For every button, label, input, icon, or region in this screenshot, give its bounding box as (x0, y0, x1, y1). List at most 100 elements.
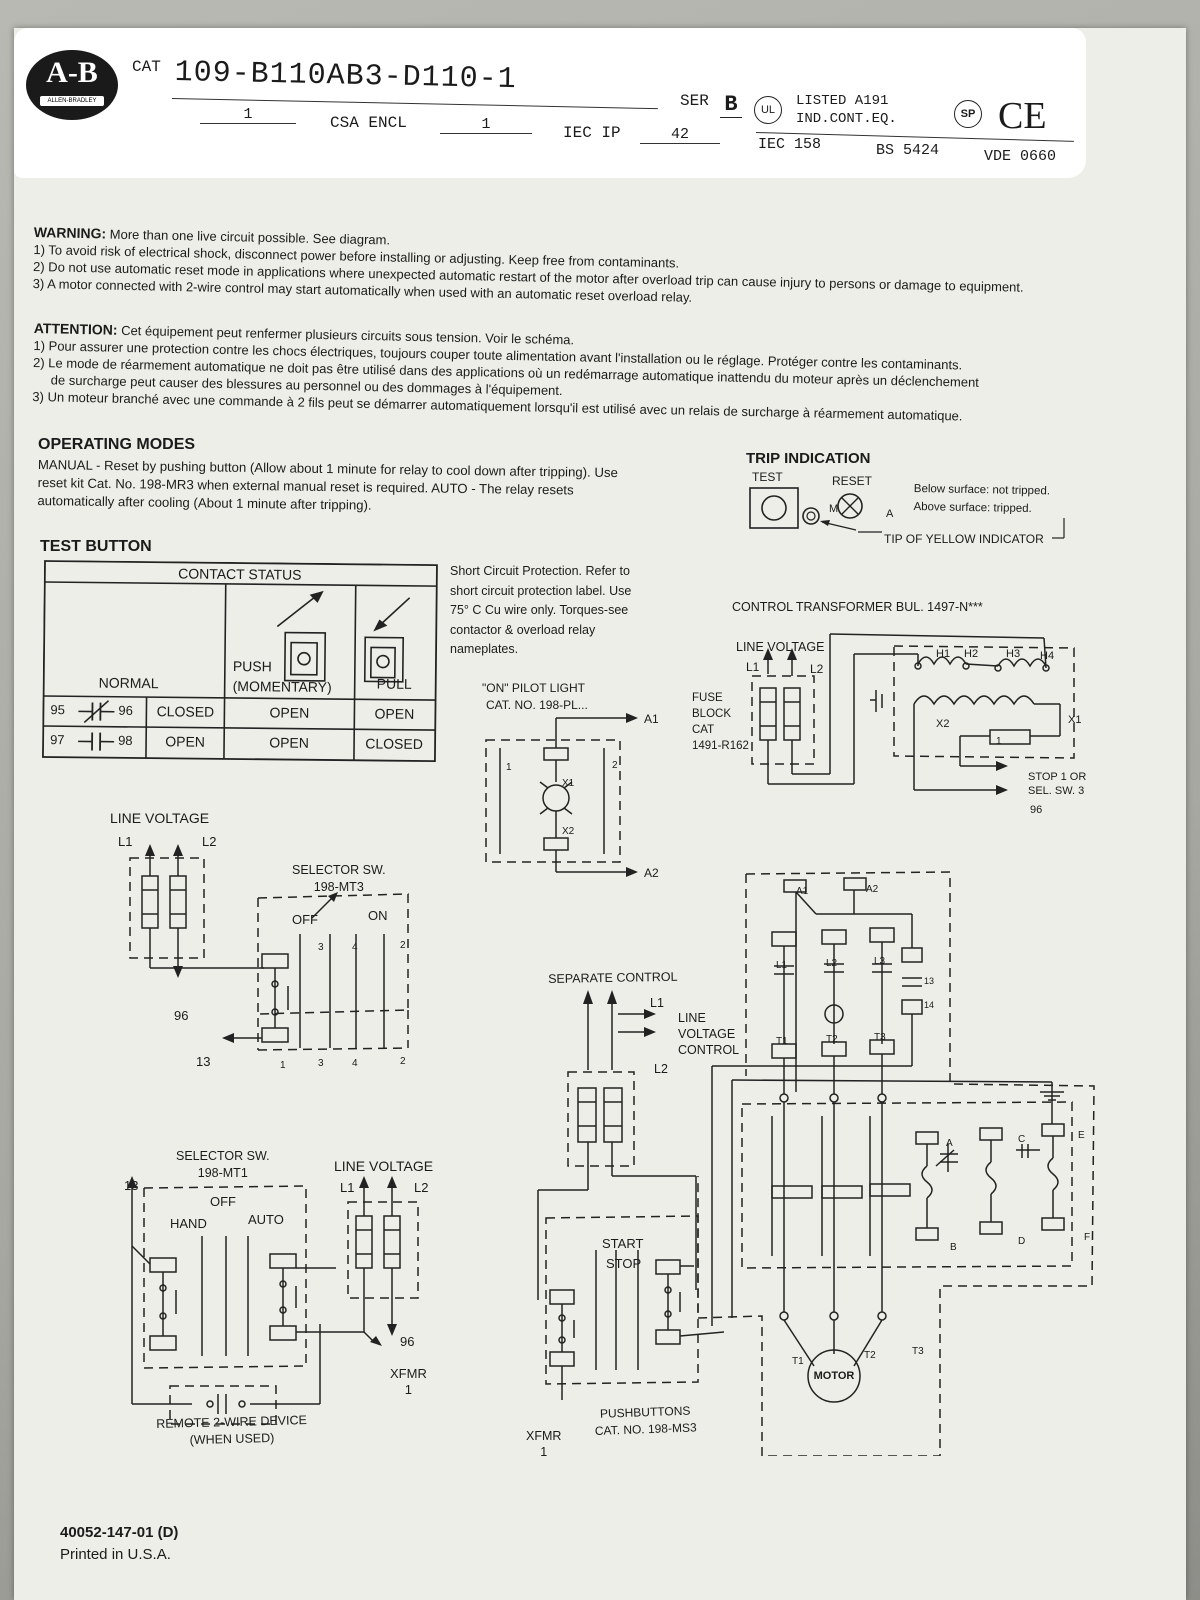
pc-motor-t1: T1 (792, 1356, 804, 1367)
field1-value: 1 (200, 106, 296, 124)
attention-label: ATTENTION: (33, 320, 118, 338)
listed-line2: IND.CONT.EQ. (796, 111, 897, 127)
pc-l3: L3 (874, 956, 886, 967)
mt1-hand: HAND (170, 1216, 207, 1231)
pilot-n2: 2 (612, 760, 618, 771)
sep-xfmr: XFMR 1 (526, 1428, 561, 1460)
logo-subtext: ALLEN-BRADLEY (47, 98, 97, 104)
sep-xfmr-label: XFMR (526, 1429, 562, 1443)
ul-mark-icon: UL (754, 96, 782, 124)
sep-xfmr-num: 1 (540, 1445, 548, 1459)
cat-label: CAT (132, 58, 161, 76)
iec-158: IEC 158 (758, 136, 822, 153)
pull-button-icon (363, 597, 411, 683)
row2-normal: OPEN (165, 733, 206, 750)
pc-a2: A2 (866, 884, 879, 895)
fuse-block-line: CAT (692, 724, 715, 736)
trip-indication-title: TRIP INDICATION (746, 450, 871, 467)
pc-d: D (1018, 1236, 1026, 1247)
pc-e: E (1078, 1130, 1085, 1141)
pc-t1: T1 (776, 1036, 788, 1047)
sep-stop: STOP (606, 1256, 642, 1271)
mt1-title2: 198-MT1 (197, 1166, 248, 1180)
ctrl-line-voltage: LINE VOLTAGE (736, 640, 825, 654)
ser-label: SER (680, 92, 709, 110)
listed-text: LISTED A191 IND.CONT.EQ. (796, 92, 897, 128)
selector-mt1-diagram (127, 1176, 419, 1425)
logo-text: A-B (46, 56, 98, 89)
footer-code: 40052-147-01 (D) (60, 1524, 179, 1541)
fuse-block-line: FUSE (692, 692, 723, 704)
selector-mt3-diagram (129, 844, 409, 1051)
mt1-line-voltage: LINE VOLTAGE (334, 1158, 434, 1174)
sc-line: short circuit protection label. Use (450, 583, 632, 598)
sc-line: Short Circuit Protection. Refer to (450, 564, 630, 578)
sc-line: nameplates. (450, 642, 519, 656)
pc-l1: L1 (776, 960, 788, 971)
trip-legend: Below surface: not tripped. Above surfac… (913, 480, 1050, 518)
iec-ip-value: 42 (640, 126, 720, 144)
mt3-title2: 198-MT3 (313, 880, 364, 894)
col-normal: NORMAL (98, 674, 159, 692)
no-contact-symbol (78, 732, 115, 751)
mt3-num: 2 (400, 1056, 406, 1067)
mt3-num: 4 (352, 942, 358, 953)
row2-push: OPEN (269, 734, 310, 751)
pc-c: C (1018, 1134, 1026, 1145)
pilot-title2: CAT. NO. 198-PL... (486, 698, 588, 712)
row2-pull: CLOSED (365, 735, 423, 752)
sc-line: contactor & overload relay (450, 622, 596, 637)
sep-l2: L2 (654, 1062, 668, 1076)
bs-5424: BS 5424 (876, 142, 940, 159)
pc-b: B (950, 1242, 957, 1253)
sep-control: CONTROL (678, 1043, 740, 1057)
csa-mark-icon: SP (954, 100, 982, 128)
listed-line1: LISTED A191 (796, 93, 889, 109)
mt3-13: 13 (196, 1054, 211, 1069)
mt1-title: SELECTOR SW. 198-MT1 (176, 1148, 270, 1182)
operating-modes-title: OPERATING MODES (38, 436, 196, 453)
mt3-off: OFF (292, 912, 318, 927)
remote-device-label: REMOTE 2-WIRE DEVICE (WHEN USED) (156, 1412, 308, 1450)
sep-line: LINE (678, 1011, 706, 1025)
pc-motor-t2: T2 (864, 1350, 876, 1361)
mt1-off: OFF (210, 1194, 236, 1209)
pc-14: 14 (924, 1000, 935, 1010)
pushbuttons-label: PUSHBUTTONS CAT. NO. 198-MS3 (594, 1402, 697, 1440)
pilot-a2: A2 (644, 866, 659, 880)
fuse-block-label: FUSE BLOCK CAT 1491-R162 (692, 690, 749, 754)
mt1-l2: L2 (414, 1180, 429, 1195)
pb-line2: CAT. NO. 198-MS3 (594, 1420, 697, 1438)
xf-x2: X2 (936, 718, 950, 730)
row1-a: 95 (50, 702, 65, 718)
trip-indicator-icon (749, 487, 863, 531)
label-sheet (14, 28, 1186, 1600)
mt1-xfmr: XFMR 1 (390, 1366, 427, 1398)
pilot-title1: "ON" PILOT LIGHT (482, 681, 585, 695)
short-circuit-note: Short Circuit Protection. Refer to short… (450, 562, 631, 660)
pc-a: A (946, 1138, 953, 1149)
col-momentary: (MOMENTARY) (232, 677, 332, 696)
xf-selsw: SEL. SW. 3 (1028, 785, 1085, 797)
fuse-block-line: BLOCK (692, 708, 731, 720)
mt3-title: SELECTOR SW. 198-MT3 (292, 862, 386, 896)
xf-one: 1 (996, 736, 1002, 747)
power-circuit-diagram (697, 871, 1095, 1456)
col-push: PUSH (232, 657, 272, 675)
trip-below: Below surface: not tripped. (913, 482, 1051, 498)
ce-mark-icon: CE (998, 95, 1047, 137)
cat-number: 109-B110AB3-D110-1 (174, 56, 517, 98)
pc-t3: T3 (874, 1032, 886, 1043)
pc-l2: L2 (826, 958, 838, 969)
mt1-xfmr-label: XFMR (390, 1366, 427, 1381)
row2-a: 97 (50, 732, 65, 748)
iec-ip-label: IEC IP (563, 124, 621, 142)
warning-label: WARNING: (33, 224, 107, 242)
contact-status-table: CONTACT STATUS NORMAL PUSH (MOMENTARY) P… (42, 560, 440, 764)
pilot-n1: 1 (506, 762, 512, 773)
pc-motor-t3: T3 (912, 1346, 924, 1357)
pc-a1: A1 (796, 886, 809, 897)
xf-h4: H4 (1040, 650, 1055, 662)
operating-modes-text: MANUAL - Reset by pushing button (Allow … (37, 456, 718, 519)
mt3-num: 2 (400, 940, 406, 951)
